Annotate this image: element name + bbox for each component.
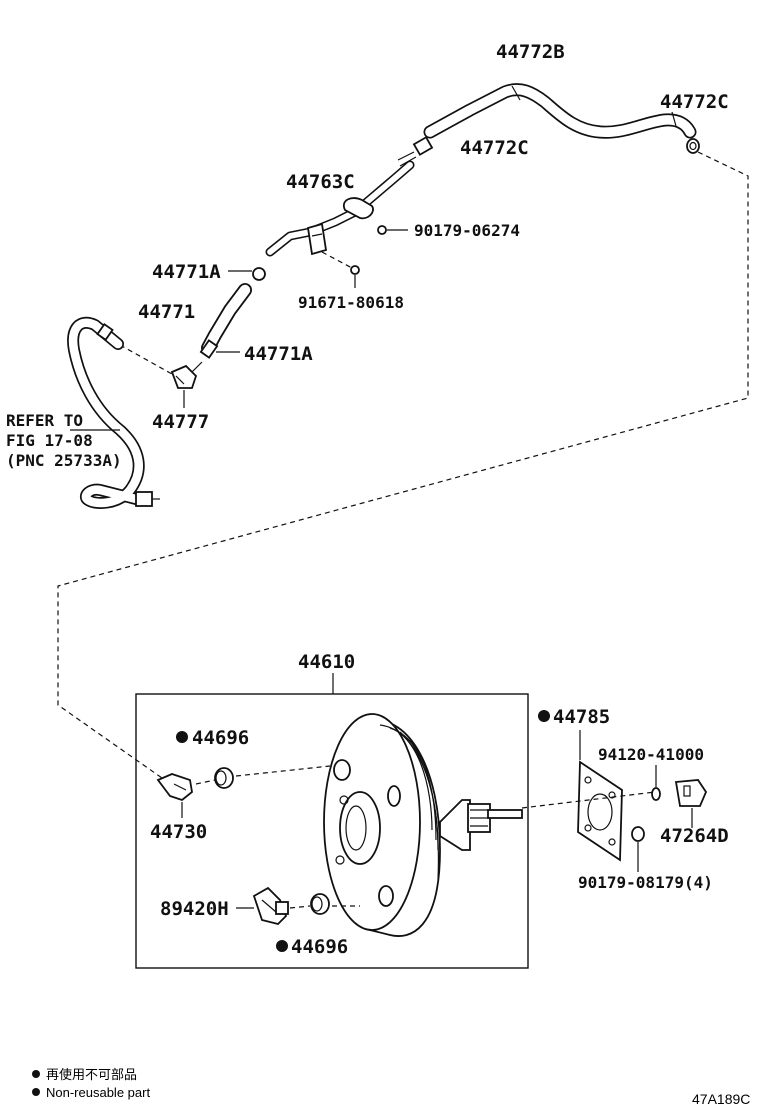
label-94120-41000: 94120-41000 <box>598 745 704 764</box>
label-44771A-top: 44771A <box>152 261 221 283</box>
clip-90179-06274 <box>377 225 408 235</box>
non-reusable-marker-44696-bottom <box>276 940 288 952</box>
brake-booster-44610 <box>323 713 523 937</box>
label-44772B: 44772B <box>496 41 565 63</box>
hose-44771 <box>201 283 252 355</box>
nut-90179-08179 <box>631 826 645 872</box>
label-44610: 44610 <box>298 651 355 673</box>
check-valve-44777 <box>119 344 203 408</box>
legend-bullet-2 <box>32 1088 40 1096</box>
legend-line-1: 再使用不可部品 <box>46 1067 137 1082</box>
clevis-47264D <box>674 779 708 828</box>
grommet-44696-bottom <box>310 893 360 915</box>
pipe-44763C <box>265 160 415 257</box>
label-44777: 44777 <box>152 411 209 433</box>
legend-line-2: Non-reusable part <box>46 1085 150 1100</box>
clamp-44771A-top <box>228 267 266 281</box>
label-44730: 44730 <box>150 821 207 843</box>
clamp-44772C-top <box>686 138 700 154</box>
grommet-44696-top <box>214 765 331 789</box>
clip-91671-80618 <box>321 251 360 288</box>
label-refer-line2: FIG 17-08 <box>6 431 93 450</box>
label-47264D: 47264D <box>660 825 729 847</box>
label-44696-bottom: 44696 <box>291 936 348 958</box>
label-90179-08179: 90179-08179(4) <box>578 873 713 892</box>
booster-assembly-frame <box>135 693 529 969</box>
routing-line <box>57 151 749 779</box>
engine-side-hose-ref <box>67 316 160 509</box>
label-44772C-mid: 44772C <box>460 137 529 159</box>
label-91671-80618: 91671-80618 <box>298 293 404 312</box>
label-44763C: 44763C <box>286 171 355 193</box>
non-reusable-marker-44696-top <box>176 731 188 743</box>
label-89420H: 89420H <box>160 898 229 920</box>
legend: 再使用不可部品 Non-reusable part <box>32 1067 150 1100</box>
clamp-44771A-bottom <box>199 339 240 359</box>
vacuum-hose-44772B <box>423 83 697 139</box>
label-90179-06274: 90179-06274 <box>414 221 520 240</box>
label-refer-line1: REFER TO <box>6 411 83 430</box>
label-refer-line3: (PNC 25733A) <box>6 451 122 470</box>
label-44785: 44785 <box>553 706 610 728</box>
pin-94120-41000 <box>651 765 661 801</box>
gasket-44785 <box>521 730 656 862</box>
legend-bullet-1 <box>32 1070 40 1078</box>
label-44772C-top: 44772C <box>660 91 729 113</box>
sensor-89420H <box>236 886 311 925</box>
label-44771: 44771 <box>138 301 195 323</box>
figure-code: 47A189C <box>692 1091 750 1107</box>
label-44696-top: 44696 <box>192 727 249 749</box>
vacuum-fitting-44730 <box>156 773 216 818</box>
clamp-44772C-mid <box>397 136 434 167</box>
label-44771A-bottom: 44771A <box>244 343 313 365</box>
non-reusable-marker-44785 <box>538 710 550 722</box>
